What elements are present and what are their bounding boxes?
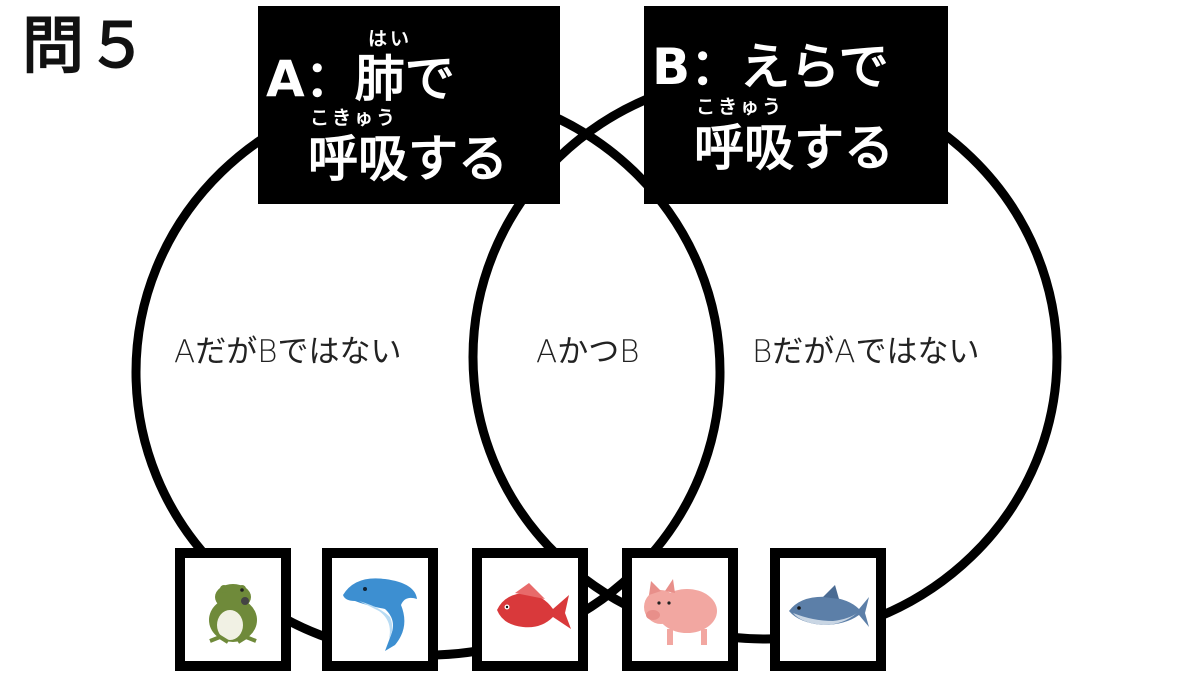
set-b-line1: B：えらで [652,38,889,96]
ruby-hai: はい [368,28,413,50]
region-a-and-b: AかつB [536,334,640,370]
set-b-line2: 呼吸する [694,119,894,177]
card-tuna[interactable] [770,548,886,671]
card-pig[interactable] [622,548,738,671]
set-a-line1: A：肺で [266,54,455,104]
set-a-line2: 呼吸する [308,130,508,188]
card-sea-bream[interactable] [472,548,588,671]
ruby-kokyuu-b: こきゅう [696,96,785,118]
set-b-label: B：えらで こきゅう 呼吸する [644,6,948,204]
frog-icon [209,583,257,644]
set-a-suffix: で [404,50,455,108]
sea-bream-icon [497,582,571,629]
dolphin-icon [343,577,417,651]
set-a-prefix: A： [266,50,355,108]
set-a-label: はい A：肺で こきゅう 呼吸する [258,6,560,204]
ruby-kokyuu-a: こきゅう [310,107,399,129]
region-a-only: AだがBではない [174,334,402,370]
card-dolphin[interactable] [322,548,438,671]
tuna-icon [789,584,869,627]
region-b-only: BだがAではない [752,334,980,370]
card-frog[interactable] [175,548,291,671]
pig-icon [644,578,717,645]
set-a-kanji: 肺 [354,50,405,108]
question-number: 問５ [22,9,151,82]
